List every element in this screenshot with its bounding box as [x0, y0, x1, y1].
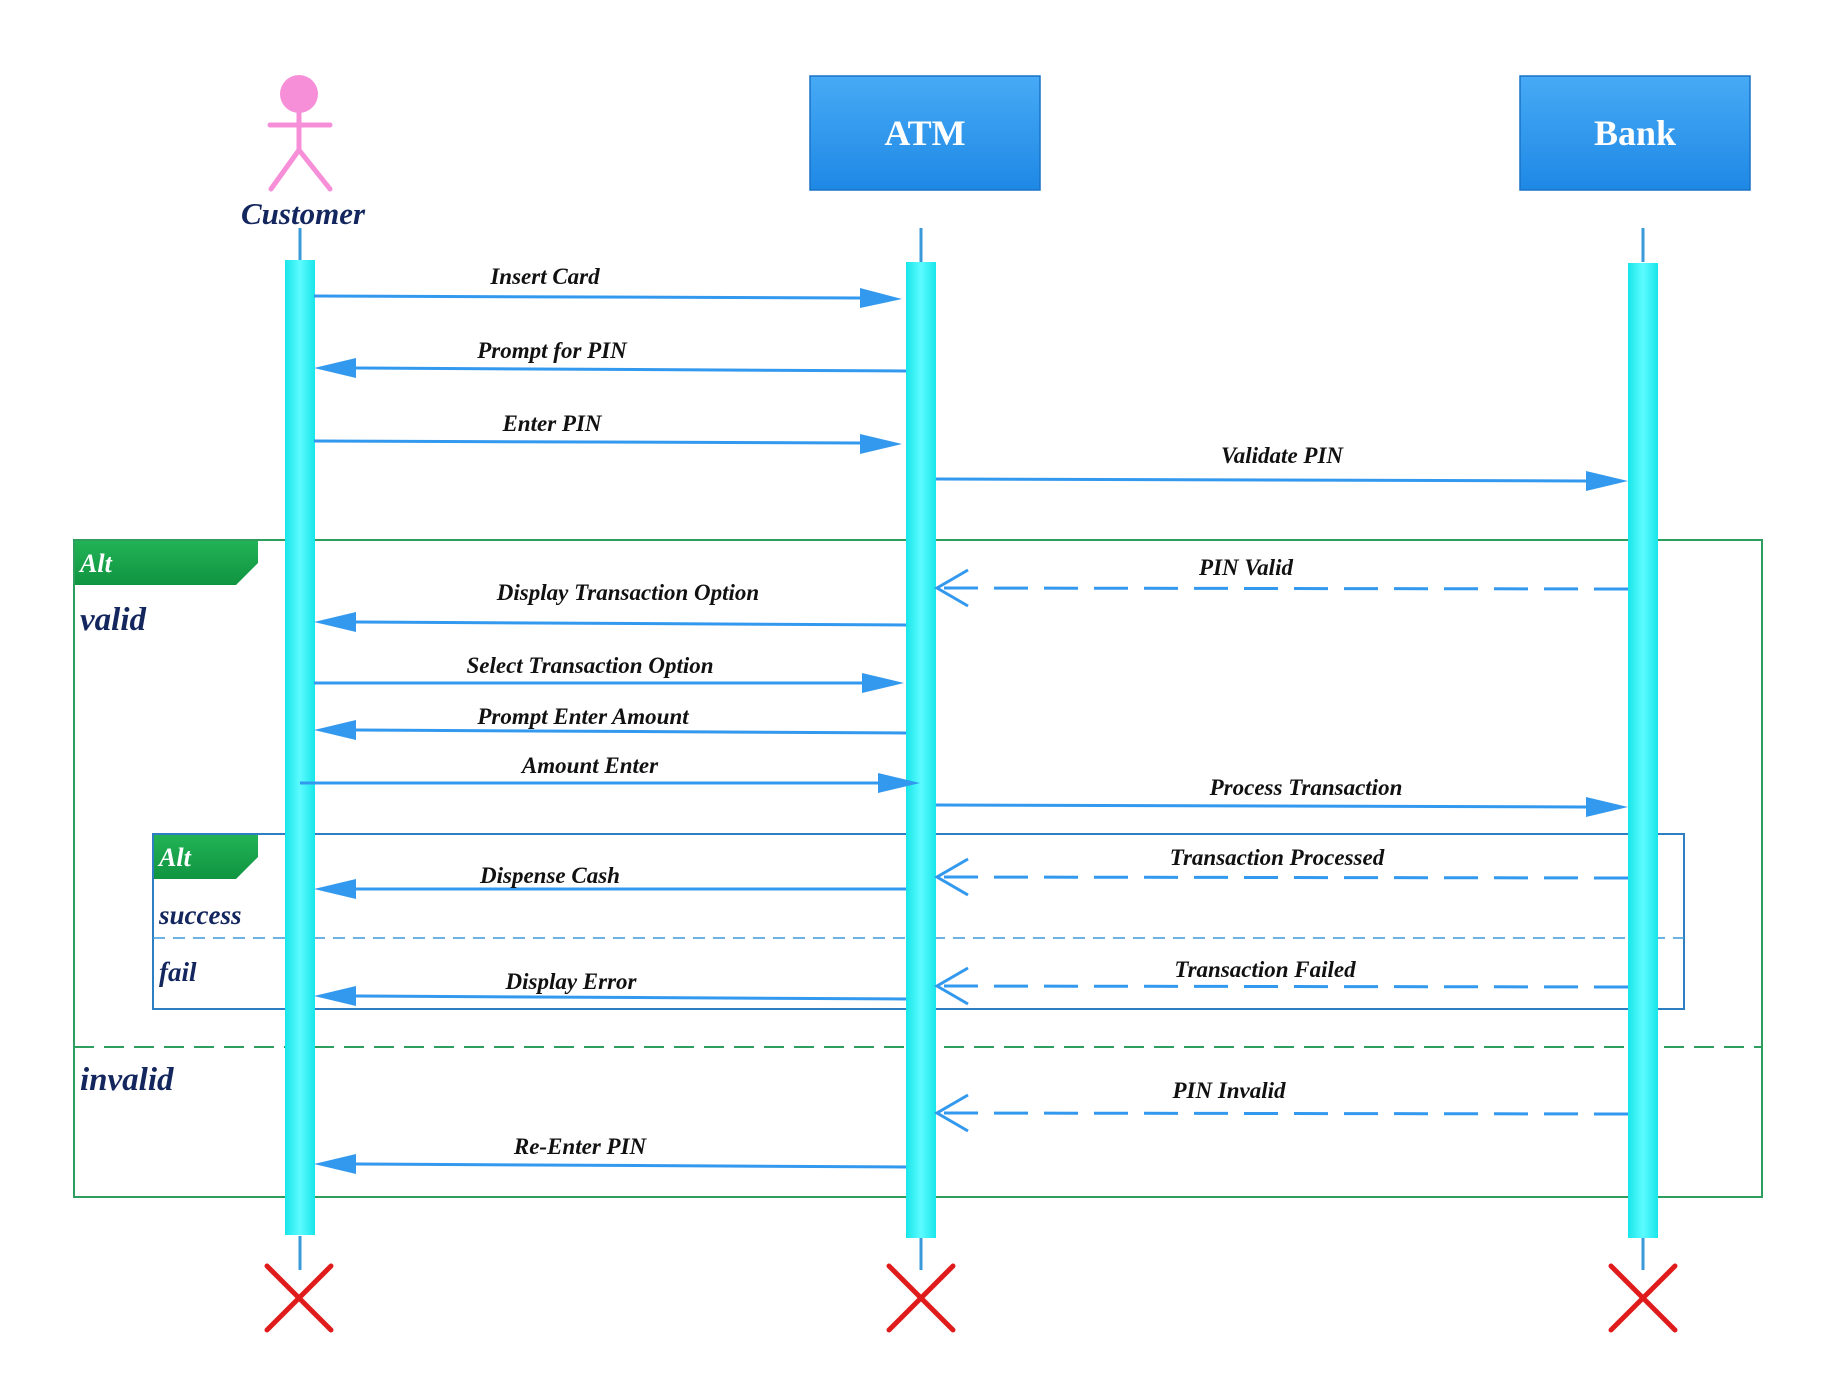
message-display-transaction-option: Display Transaction Option — [314, 580, 907, 632]
arrowhead-icon — [314, 358, 356, 378]
customer-destroy-icon — [264, 1263, 334, 1333]
arrowhead-icon — [314, 720, 356, 740]
message-arrow — [355, 620, 907, 627]
arrowhead-icon — [1586, 471, 1628, 491]
messages: Insert Card Prompt for PIN Enter PIN Val… — [300, 264, 1629, 1174]
message-arrow — [937, 875, 1629, 880]
outer-guard-invalid: invalid — [80, 1062, 174, 1098]
customer-name: Customer — [241, 196, 366, 231]
message-label: Transaction Processed — [1170, 845, 1385, 870]
atm-header-box — [809, 75, 1041, 191]
message-label: Re-Enter PIN — [513, 1134, 648, 1159]
inner-guard-fail: fail — [159, 957, 197, 987]
arrowhead-icon — [314, 879, 356, 899]
message-arrow — [355, 994, 907, 1001]
outer-alt-tag-label: Alt — [78, 549, 113, 578]
message-arrow — [355, 1162, 907, 1169]
arrowhead-icon — [314, 612, 356, 632]
message-arrow — [935, 477, 1587, 483]
bank-participant: Bank — [1519, 75, 1751, 191]
message-label: Select Transaction Option — [466, 653, 713, 678]
message-label: Dispense Cash — [479, 863, 620, 888]
message-insert-card: Insert Card — [313, 264, 902, 308]
bank-activation-bar — [1628, 263, 1658, 1238]
stick-figure-icon — [267, 75, 333, 192]
outer-guard-valid: valid — [80, 602, 146, 638]
arrowhead-icon — [862, 673, 904, 693]
message-label: Prompt Enter Amount — [476, 704, 689, 729]
message-label: Validate PIN — [1221, 443, 1344, 468]
message-label: Process Transaction — [1209, 775, 1403, 800]
open-arrowhead-icon — [934, 857, 969, 897]
message-re-enter-pin: Re-Enter PIN — [314, 1134, 907, 1174]
arrowhead-icon — [314, 986, 356, 1006]
message-validate-pin: Validate PIN — [935, 443, 1628, 491]
message-label: PIN Valid — [1198, 555, 1293, 580]
message-amount-enter: Amount Enter — [300, 753, 920, 793]
lifelines — [298, 228, 1645, 1278]
message-transaction-processed: Transaction Processed — [934, 845, 1629, 897]
open-arrowhead-icon — [934, 568, 969, 608]
bank-header-box — [1519, 75, 1751, 191]
arrowhead-icon — [860, 288, 902, 308]
inner-guard-success: success — [158, 900, 242, 930]
message-arrow — [937, 586, 1629, 591]
message-label: Display Error — [505, 969, 638, 994]
message-arrow — [937, 984, 1629, 989]
outer-alt-fragment: Alt valid invalid — [73, 539, 1763, 1198]
message-label: Amount Enter — [520, 753, 659, 778]
atm-activation-bar — [906, 262, 936, 1238]
arrowhead-icon — [1586, 797, 1628, 817]
message-prompt-for-pin: Prompt for PIN — [314, 338, 907, 378]
message-dispense-cash: Dispense Cash — [314, 863, 906, 899]
activation-bars — [285, 260, 1658, 1238]
inner-alt-tag-label: Alt — [157, 843, 192, 872]
message-label: Insert Card — [489, 264, 600, 289]
message-label: Transaction Failed — [1174, 957, 1356, 982]
open-arrowhead-icon — [934, 1093, 969, 1133]
message-process-transaction: Process Transaction — [935, 775, 1628, 817]
message-label: Display Transaction Option — [496, 580, 759, 605]
message-label: PIN Invalid — [1171, 1078, 1286, 1103]
message-label: Prompt for PIN — [476, 338, 628, 363]
destruction-markers — [264, 1263, 1678, 1333]
atm-name: ATM — [884, 113, 965, 153]
message-select-transaction-option: Select Transaction Option — [314, 653, 904, 693]
arrowhead-icon — [878, 773, 920, 793]
bank-name: Bank — [1594, 113, 1676, 153]
bank-destroy-icon — [1608, 1263, 1678, 1333]
open-arrowhead-icon — [934, 966, 969, 1006]
atm-destroy-icon — [886, 1263, 956, 1333]
message-arrow — [313, 439, 861, 445]
message-arrow — [355, 366, 907, 373]
inner-alt-tag — [154, 835, 258, 879]
message-enter-pin: Enter PIN — [313, 411, 902, 454]
message-arrow — [935, 803, 1587, 809]
message-display-error: Display Error — [314, 969, 907, 1006]
message-pin-valid: PIN Valid — [934, 555, 1629, 608]
atm-participant: ATM — [809, 75, 1041, 191]
message-prompt-enter-amount: Prompt Enter Amount — [314, 704, 907, 740]
arrowhead-icon — [860, 434, 902, 454]
outer-alt-tag — [75, 541, 258, 585]
message-arrow — [313, 294, 861, 300]
message-arrow — [937, 1111, 1629, 1116]
message-label: Enter PIN — [501, 411, 602, 436]
arrowhead-icon — [314, 1154, 356, 1174]
message-arrow — [355, 728, 907, 735]
message-transaction-failed: Transaction Failed — [934, 957, 1629, 1006]
message-pin-invalid: PIN Invalid — [934, 1078, 1629, 1133]
customer-actor: Customer — [241, 75, 366, 231]
customer-activation-bar — [285, 260, 315, 1235]
